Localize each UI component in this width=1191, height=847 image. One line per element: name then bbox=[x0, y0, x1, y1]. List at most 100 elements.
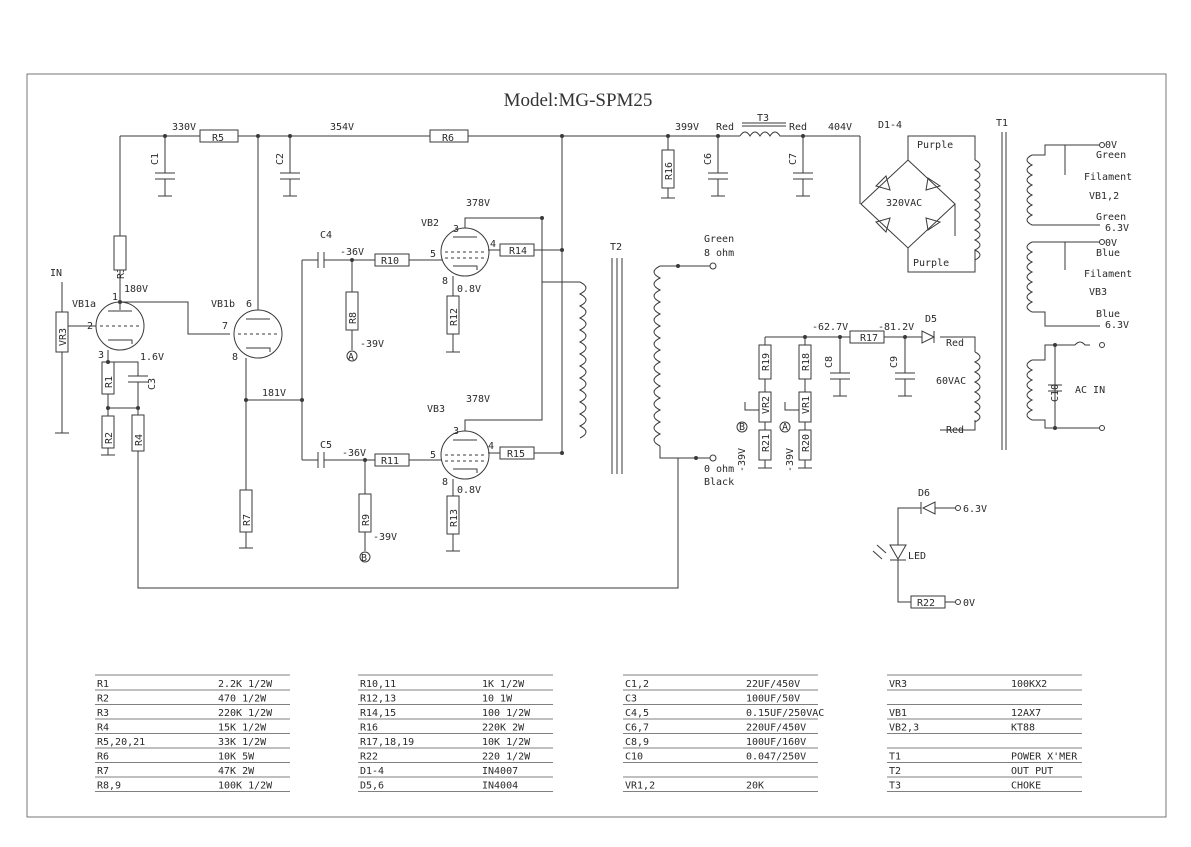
label-c8: C8 bbox=[824, 356, 835, 368]
label-vb1a: VB1a bbox=[72, 299, 96, 310]
parts-list-ref: R2 bbox=[97, 694, 109, 705]
label-led: LED bbox=[908, 551, 926, 562]
label-t1-vb12: VB1,2 bbox=[1089, 191, 1119, 202]
parts-list-value: 15K 1/2W bbox=[218, 723, 267, 734]
label-t1-vb3: VB3 bbox=[1089, 287, 1107, 298]
parts-list-value: CHOKE bbox=[1011, 781, 1041, 792]
label-378v-a: 378V bbox=[466, 198, 490, 209]
label-r9: R9 bbox=[361, 514, 372, 526]
label-vb1b: VB1b bbox=[211, 299, 235, 310]
parts-list-value: 2.2K 1/2W bbox=[218, 679, 273, 690]
label-r3: R3 bbox=[116, 267, 127, 279]
label-vb3-pin5: 5 bbox=[430, 450, 436, 461]
parts-list-ref: R1 bbox=[97, 679, 109, 690]
parts-list-ref: C3 bbox=[625, 694, 637, 705]
label-t1-63v-a: 6.3V bbox=[1105, 223, 1129, 234]
label-pin2: 2 bbox=[87, 321, 93, 332]
parts-list-ref: T1 bbox=[889, 752, 901, 763]
label-r8: R8 bbox=[348, 312, 359, 324]
label-r10: R10 bbox=[381, 256, 399, 267]
label-r16: R16 bbox=[664, 162, 675, 180]
label-r20: R20 bbox=[801, 434, 812, 452]
label-node-b-bias: B bbox=[739, 422, 745, 433]
filter-caps bbox=[155, 136, 813, 199]
label-black-a: 0 ohm bbox=[704, 464, 734, 475]
parts-list-row: D5,6 IN4004 bbox=[358, 781, 553, 792]
label-t1: T1 bbox=[996, 118, 1008, 129]
parts-list-row: R10,11 1K 1/2W bbox=[358, 679, 553, 691]
label-36v-a: -36V bbox=[340, 247, 364, 258]
parts-list-value: 100K 1/2W bbox=[218, 781, 273, 792]
label-vb2-pin5: 5 bbox=[430, 249, 436, 260]
label-d6-63v: 6.3V bbox=[963, 504, 987, 515]
label-node-a-grid: A bbox=[348, 352, 354, 363]
parts-list-ref: R6 bbox=[97, 752, 109, 763]
label-330v: 330V bbox=[172, 122, 196, 133]
label-r21: R21 bbox=[761, 434, 772, 452]
label-vb2: VB2 bbox=[421, 218, 439, 229]
label-vb2-pin3: 3 bbox=[453, 224, 459, 235]
label-r2: R2 bbox=[104, 432, 115, 444]
resistor-r3 bbox=[113, 235, 127, 271]
parts-list-value: 220 1/2W bbox=[482, 752, 531, 763]
label-c6: C6 bbox=[703, 153, 714, 165]
parts-list-value: 100UF/160V bbox=[746, 737, 806, 748]
label-pin8: 8 bbox=[232, 352, 238, 363]
label-r22-0v: 0V bbox=[963, 598, 975, 609]
label-t1-63v-b: 6.3V bbox=[1105, 320, 1129, 331]
label-c2: C2 bbox=[275, 153, 286, 165]
label-vb3-pin3: 3 bbox=[453, 426, 459, 437]
parts-list-row: C4,5 0.15UF/250VAC bbox=[623, 708, 824, 720]
parts-list-ref: R10,11 bbox=[360, 679, 396, 690]
label-pin6: 6 bbox=[246, 299, 252, 310]
parts-list-value: 33K 1/2W bbox=[218, 737, 267, 748]
label-r15: R15 bbox=[507, 449, 525, 460]
label-vb3-pin4: 4 bbox=[488, 441, 494, 452]
label-r14: R14 bbox=[509, 246, 527, 257]
label-39v-d: -39V bbox=[785, 448, 796, 472]
parts-list-value: 0.15UF/250VAC bbox=[746, 708, 824, 719]
parts-list-value: 10K 1/2W bbox=[482, 737, 531, 748]
parts-list-value: 20K bbox=[746, 781, 764, 792]
parts-list-value: IN4004 bbox=[482, 781, 518, 792]
parts-list-value: 100KX2 bbox=[1011, 679, 1047, 690]
parts-list-ref: VR1,2 bbox=[625, 781, 655, 792]
label-r18: R18 bbox=[801, 353, 812, 371]
label-c5: C5 bbox=[320, 440, 332, 451]
label-39v-a: -39V bbox=[360, 339, 384, 350]
label-vb3: VB3 bbox=[427, 404, 445, 415]
label-c3: C3 bbox=[147, 378, 158, 390]
label-320vac: 320VAC bbox=[886, 198, 922, 209]
label-r22: R22 bbox=[917, 598, 935, 609]
parts-list-value: 470 1/2W bbox=[218, 694, 267, 705]
label-pin3: 3 bbox=[98, 350, 104, 361]
label-c7: C7 bbox=[788, 153, 799, 165]
label-red-b: Red bbox=[789, 122, 807, 133]
label-node-a-bias: A bbox=[782, 422, 788, 433]
parts-list-ref: C4,5 bbox=[625, 708, 649, 719]
label-180v: 180V bbox=[124, 284, 148, 295]
label-t1-blue-a: Blue bbox=[1096, 248, 1120, 259]
label-181v: 181V bbox=[262, 388, 286, 399]
parts-list-ref: VB2,3 bbox=[889, 723, 919, 734]
parts-list-ref: D5,6 bbox=[360, 781, 384, 792]
bridge-rectifier bbox=[860, 135, 976, 273]
label-pin1: 1 bbox=[112, 292, 118, 303]
label-r7: R7 bbox=[242, 514, 253, 526]
parts-list-value: 1K 1/2W bbox=[482, 679, 525, 690]
parts-list-row: VR1,2 20K bbox=[623, 781, 818, 792]
label-in: IN bbox=[50, 268, 62, 279]
label-c10: C10 bbox=[1050, 384, 1061, 402]
parts-list-row: R4 15K 1/2W bbox=[95, 723, 290, 734]
parts-list-ref: R4 bbox=[97, 723, 109, 734]
bias-supply bbox=[736, 330, 976, 469]
